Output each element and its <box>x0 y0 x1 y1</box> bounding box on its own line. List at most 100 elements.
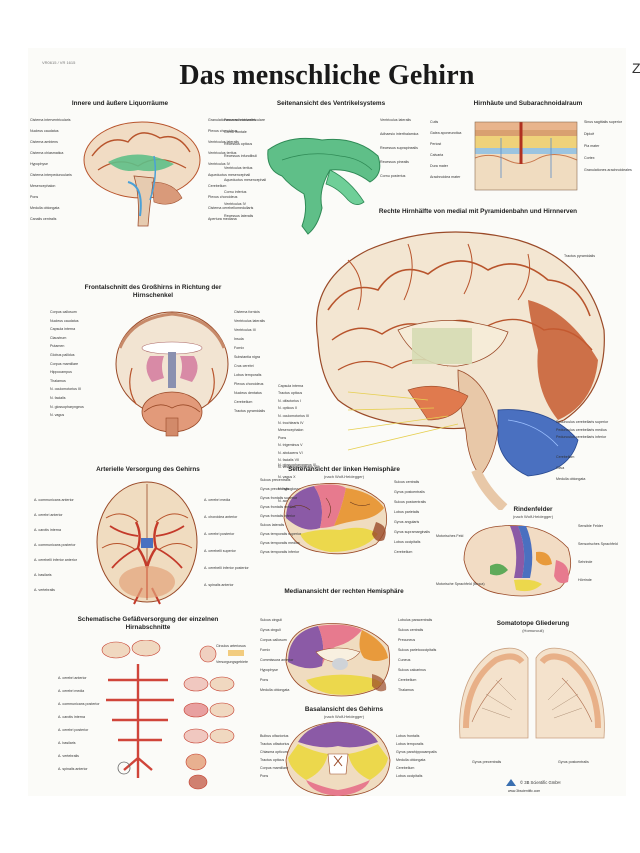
label: N. oculomotorius III <box>278 413 309 418</box>
label: Pons <box>278 435 287 440</box>
label: Sensorisches Sprachfeld <box>578 542 618 546</box>
links-title: Seitenansicht der linken Hemisphäre <box>288 466 400 473</box>
label: Tractus olfactorius <box>260 742 290 746</box>
label: Recessus infundibuli <box>224 154 257 158</box>
label: Plexus choroideus <box>208 129 238 133</box>
label: Periost <box>430 142 442 146</box>
label: Corpus callosum <box>50 310 77 314</box>
label: Adhaesio interthalamica <box>380 132 419 136</box>
rindenfelder-subtitle: (nach Wolf-Heidegger) <box>512 514 554 519</box>
median-labels-left: Sulcus cinguli Gyrus cinguli Corpus call… <box>260 618 300 698</box>
label: N. glossopharyngeus <box>50 404 84 409</box>
label: Gyrus supramarginalis <box>394 530 430 534</box>
label: Mesencephalon <box>278 428 304 433</box>
basal-labels-right: Lobus frontalis Lobus temporalis Gyrus p… <box>396 734 440 782</box>
frontal-section-figure <box>115 311 229 437</box>
label: N. glossopharyngeus IX <box>278 463 317 467</box>
label: Dura mater <box>430 164 448 168</box>
label: Tractus pyramidalis <box>234 409 266 413</box>
basal-title: Basalansicht des Gehirns <box>304 706 384 713</box>
ventrikel-title: Seitenansicht des Ventrikelsystems <box>276 100 386 107</box>
cropped-side-text: Z <box>632 60 640 76</box>
arterien-labels-right: A. cerebri media A. choroidea anterior A… <box>204 498 260 600</box>
label: Commissura anterior <box>260 658 294 662</box>
medial-brain-figure <box>316 231 605 510</box>
label: Medulla oblongata <box>30 206 60 210</box>
label: Granulationes arachnoideales <box>208 118 256 122</box>
ventrikel-figure <box>267 137 381 235</box>
gefaesse-labels-left: A. cerebri anterior A. cerebri media A. … <box>58 676 100 780</box>
links-labels-right: Sulcus centralis Gyrus postcentralis Sul… <box>394 480 438 560</box>
label: N. vestibulocochlearis VIII <box>278 465 320 470</box>
label: Nucleus dentatus <box>234 391 262 395</box>
label: Sulcus calcarinus <box>398 668 426 672</box>
label: Lobus occipitalis <box>396 774 423 778</box>
label: Tractus opticus <box>260 758 285 762</box>
label: Thalamus <box>50 378 66 383</box>
label: N. abducens VI <box>278 450 303 455</box>
label: Recessus lateralis <box>224 214 254 218</box>
label: Cerebellum <box>556 455 575 459</box>
basal-subtitle: (nach Wolf-Heidegger) <box>323 714 365 719</box>
label: Thalamus <box>398 688 414 692</box>
label: Corpus callosum <box>260 638 287 642</box>
label: Cornu frontale <box>224 130 247 134</box>
label: N. facialis VII <box>278 457 299 462</box>
label: A. carotis interna <box>34 528 61 532</box>
somatotop-title: Somatotope Gliederung <box>496 620 570 627</box>
label: Calvaria <box>430 153 444 157</box>
label: Hippocampus <box>50 370 72 375</box>
label: Apertura mediana <box>208 217 237 221</box>
label: Versorgungsgebiete <box>216 660 248 664</box>
label: N. oculomotorius III <box>50 387 81 392</box>
label: Cisterna interventricularis <box>30 118 71 122</box>
label: Claustrum <box>50 335 67 340</box>
label: Sulcus parietooccipitalis <box>398 648 437 652</box>
label: Gyrus precentralis <box>472 760 502 764</box>
label: Hypophyse <box>260 668 278 672</box>
label: Cisterna cerebellomedullaris <box>208 206 254 210</box>
label: A. communicans posterior <box>58 702 100 706</box>
label: Arachnoidea mater <box>430 175 461 179</box>
label: Pedunculus cerebellaris medius <box>556 427 607 432</box>
label: Cerebellum <box>396 766 415 770</box>
label: A. cerebelli inferior anterior <box>34 558 77 562</box>
left-hemisphere-figure <box>283 483 388 555</box>
vascular-scheme-figure <box>101 640 244 790</box>
label: Nucleus caudatus <box>50 318 79 323</box>
label: Recessus opticus <box>224 142 253 146</box>
publisher-logo-icon <box>506 779 516 786</box>
label: Ventriculus lateralis <box>380 118 411 122</box>
label: Gyrus cinguli <box>260 628 281 632</box>
links-labels-left: Sulcus precentralis Gyrus precentralis G… <box>260 478 301 559</box>
label: Fornix <box>260 648 270 652</box>
label: Sensible Felder <box>578 524 603 528</box>
hirnhaeute-figure <box>474 121 578 191</box>
label: Medulla oblongata <box>556 477 586 481</box>
anatomy-poster: VR0615 / VR 1615 Das menschliche Gehirn … <box>28 48 632 796</box>
label: Tractus opticus <box>278 391 303 396</box>
label: Plexus choroideus <box>234 382 264 386</box>
poster-title: Das menschliche Gehirn <box>179 60 475 91</box>
label: Gyrus parahippocampalis <box>396 750 437 754</box>
label: Aqueductus mesencephali <box>208 173 251 177</box>
label: Hypophyse <box>30 162 48 166</box>
label: Sulcus postcentralis <box>394 500 426 504</box>
label: Aqueductus mesencephali <box>224 178 267 182</box>
label: A. communicans anterior <box>34 498 74 502</box>
label: A. cerebri posterior <box>58 728 89 732</box>
label: Sulcus lateralis <box>260 523 285 527</box>
label: Chiasma opticum <box>260 750 288 754</box>
label: Bulbus olfactorius <box>260 734 289 738</box>
label: Cisterna interpeduncularis <box>30 173 72 177</box>
label: Lobus frontalis <box>396 734 420 738</box>
somatotop-subtitle: (Homunculi) <box>522 628 544 633</box>
label: Plexus choroideus <box>208 195 238 199</box>
liquor-title: Innere und äußere Liquorräume <box>71 100 169 107</box>
label: Gyrus postcentralis <box>558 760 589 764</box>
label: Cisterna ambiens <box>30 140 58 144</box>
liquor-labels-left: Cisterna interventricularis Nucleus caud… <box>30 118 82 228</box>
label: A. vertebralis <box>34 588 55 592</box>
label: Sulcus centralis <box>398 628 424 632</box>
label: Gyrus precentralis <box>260 487 290 491</box>
